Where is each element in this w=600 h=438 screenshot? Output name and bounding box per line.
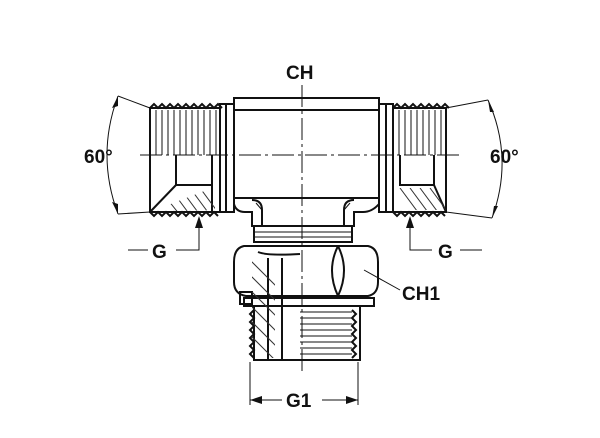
ch1-leader (363, 269, 401, 291)
centerlines (140, 85, 460, 372)
label-g-left: G (152, 242, 167, 263)
g1-dimension (249, 362, 359, 405)
thread-leader-right (406, 216, 482, 251)
locknut (233, 245, 379, 297)
label-ch1: CH1 (402, 284, 440, 305)
label-angle-left: 60° (84, 147, 113, 168)
label-angle-right: 60° (490, 147, 519, 168)
thread-leader-left (128, 216, 203, 251)
angle-dimension-left (106, 95, 151, 215)
label-ch: CH (286, 63, 313, 84)
left-thread-end (149, 102, 235, 218)
branch-assembly (233, 225, 379, 361)
right-thread-end (378, 102, 450, 218)
angle-dimension-right (445, 99, 503, 219)
label-g1: G1 (286, 391, 312, 412)
tee-body (233, 97, 380, 227)
label-g-right: G (438, 242, 453, 263)
